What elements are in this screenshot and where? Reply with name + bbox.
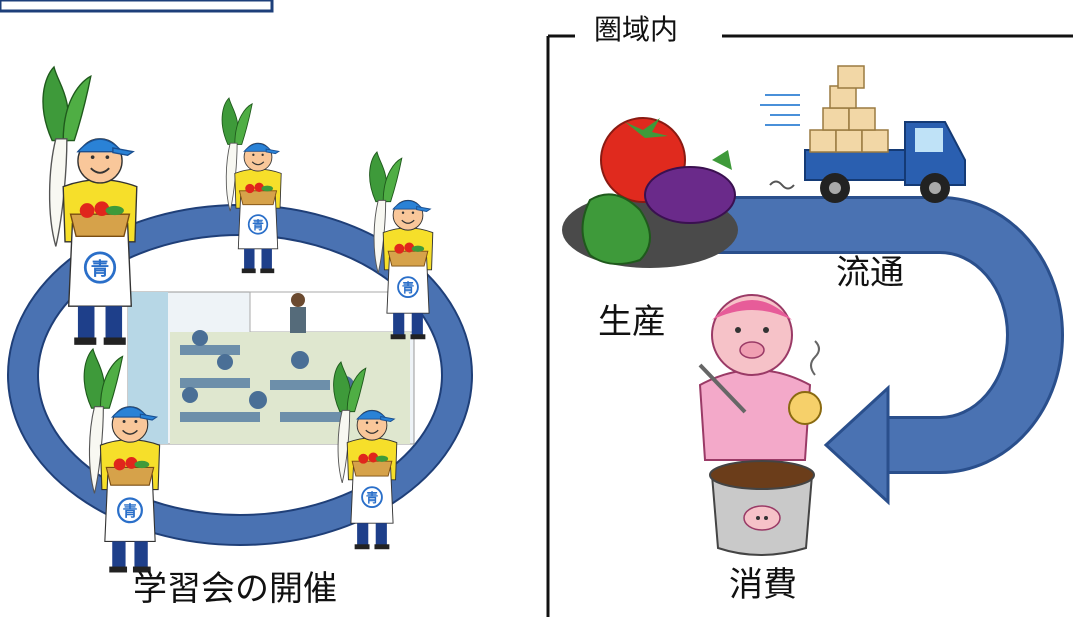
delivery-truck-illustration — [760, 65, 966, 203]
consumption-label: 消費 — [729, 565, 797, 605]
production-label: 生産 — [598, 302, 666, 342]
farmer-illustration-2 — [221, 97, 283, 275]
distribution-label: 流通 — [836, 253, 904, 293]
flow-arrow — [680, 196, 1064, 506]
study-meeting-caption: 学習会の開催 — [133, 569, 337, 609]
cook-pig-illustration — [698, 294, 822, 556]
region-label: 圏域内 — [586, 16, 687, 44]
top-border-fragment — [0, 0, 274, 13]
region-bracket — [546, 34, 1073, 617]
vegetables-illustration — [562, 117, 738, 268]
